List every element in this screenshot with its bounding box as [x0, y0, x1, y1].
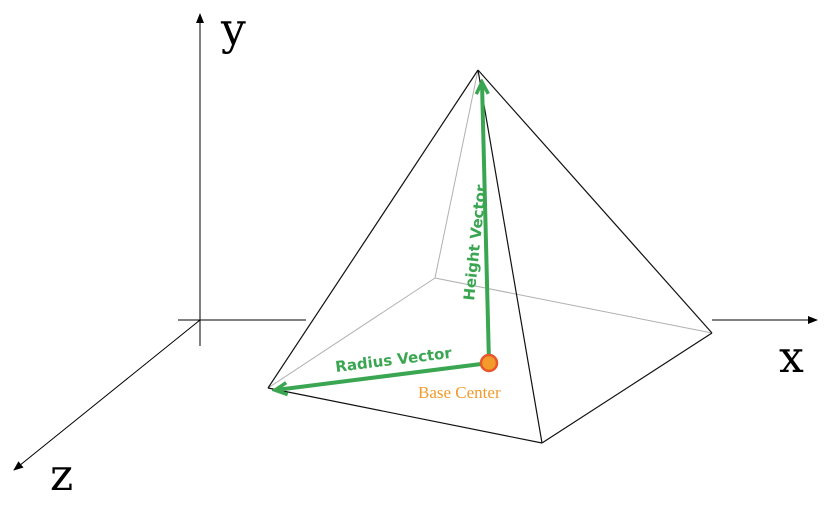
pyramid-hidden-edge-back-left	[267, 277, 436, 389]
pyramid-edge-base-front-right	[541, 332, 713, 444]
pyramid-edge-apex-right	[477, 69, 713, 334]
pyramid-edge-apex-front	[477, 69, 543, 444]
x-axis-label: x	[779, 332, 804, 383]
height-vector-arrow	[482, 83, 491, 364]
z-axis	[13, 319, 201, 471]
y-axis-label: y	[220, 4, 246, 55]
base-center-label: Base Center	[418, 383, 501, 402]
base-center-point	[479, 353, 499, 373]
z-axis-label: z	[50, 450, 73, 501]
radius-vector-arrow	[276, 361, 490, 390]
pyramid-edge-base-left-front	[267, 387, 543, 444]
pyramid-hidden-edge-back-right	[434, 277, 713, 334]
pyramid-edge-apex-left	[267, 69, 479, 389]
pyramid-hidden-edge-apex-back	[434, 69, 479, 279]
